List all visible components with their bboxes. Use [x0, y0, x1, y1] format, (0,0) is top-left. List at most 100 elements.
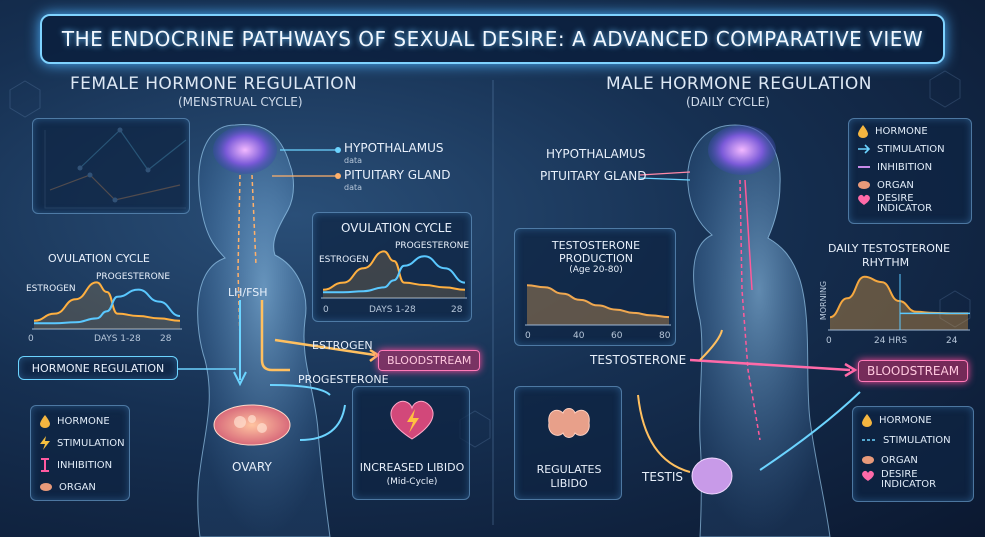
daily-chart-title2: RHYTHM — [862, 256, 910, 269]
increased-libido-panel: INCREASED LIBIDO (Mid-Cycle) — [352, 386, 470, 500]
chart-left-series2-label: PROGESTERONE — [96, 272, 171, 282]
female-chart-center: OVULATION CYCLE PROGESTERONE ESTROGEN 0 … — [312, 212, 472, 322]
series-line — [33, 281, 181, 322]
legend-row: ORGAN — [39, 476, 121, 498]
chart-center-x-end: 28 — [451, 305, 463, 315]
chart-center-series2-label: PROGESTERONE — [395, 241, 470, 251]
legend-label: HORMONE — [875, 125, 928, 137]
chart-center-xlabel: DAYS 1-28 — [369, 305, 416, 315]
hex-pattern — [9, 70, 971, 448]
testis-organ — [691, 457, 733, 495]
libido-line2: (Mid-Cycle) — [386, 477, 438, 487]
organ-icon — [862, 456, 874, 464]
chart-center-x-start: 0 — [323, 305, 329, 315]
legend-row: ORGAN — [857, 176, 963, 194]
estrogen-flow-label: ESTROGEN — [312, 339, 373, 352]
legend-row: STIMULATION — [857, 140, 963, 158]
legend-row: HORMONE — [861, 410, 965, 430]
hormone-regulation-bar: HORMONE REGULATION — [18, 356, 178, 380]
libido-line1: INCREASED LIBIDO — [359, 461, 465, 474]
legend-row: HORMONE — [857, 122, 963, 140]
chart-left-title: OVULATION CYCLE — [48, 252, 150, 265]
droplet-icon — [40, 415, 50, 428]
legend-label: ORGAN — [881, 454, 918, 466]
organ-icon — [858, 181, 870, 189]
legend-label: INHIBITION — [877, 161, 933, 173]
daily-chart-title1: DAILY TESTOSTERONE — [828, 242, 951, 255]
male-legend-top: HORMONE STIMULATION INHIBITION ORGAN DES… — [848, 118, 972, 224]
organ-icon — [40, 483, 52, 491]
legend-label: STIMULATION — [877, 143, 945, 155]
female-pituitary-label: PITUITARY GLAND — [344, 168, 451, 182]
testis-label: TESTIS — [642, 470, 684, 484]
legend-label: STIMULATION — [883, 434, 951, 446]
male-figure — [637, 124, 861, 537]
testosterone-chart-title2: PRODUCTION — [559, 252, 633, 265]
legend-label: ORGAN — [877, 179, 914, 191]
lightning-icon — [40, 436, 50, 450]
male-pituitary-label: PITUITARY GLAND — [540, 169, 647, 183]
female-pituitary-note: data — [344, 183, 363, 192]
female-chart-left: OVULATION CYCLE PROGESTERONE ESTROGEN 0 … — [14, 246, 186, 346]
testosterone-tick: 0 — [525, 331, 531, 341]
daily-chart-plot — [828, 274, 970, 331]
ovary-organ — [213, 404, 291, 446]
legend-row: STIMULATION — [861, 430, 965, 450]
heart-icon — [390, 400, 434, 440]
legend-row: INHIBITION — [857, 158, 963, 176]
series-line — [34, 288, 181, 325]
legend-row: STIMULATION — [39, 432, 125, 454]
female-brain — [213, 126, 277, 174]
male-hypothalamus-label: HYPOTHALAMUS — [546, 147, 646, 161]
hormone-icon — [862, 414, 872, 427]
page-title: THE ENDOCRINE PATHWAYS OF SEXUAL DESIRE:… — [61, 27, 924, 51]
testosterone-chart-subtitle: (Age 20-80) — [569, 265, 623, 275]
legend-label: HORMONE — [879, 414, 932, 426]
series-area — [323, 251, 465, 298]
chart-left-x-start: 0 — [28, 334, 34, 344]
testosterone-tick: 40 — [573, 331, 585, 341]
chart-center-plot — [321, 250, 467, 299]
ovary-label: OVARY — [232, 460, 272, 474]
series-area — [830, 276, 968, 330]
stimulation-arrow-icon — [858, 144, 871, 154]
lh-fsh-label: LH/FSH — [228, 286, 268, 299]
female-hypothalamus-label: HYPOTHALAMUS — [344, 141, 444, 155]
chart-left-series1-label: ESTROGEN — [26, 284, 76, 294]
legend-label: DESIRE INDICATOR — [877, 193, 933, 214]
inhibition-line-icon — [858, 166, 870, 168]
inhibition-icon — [41, 458, 49, 472]
male-legend-bottom: HORMONE STIMULATION ORGAN DESIRE INDICAT… — [852, 406, 974, 502]
female-line-chart-panel — [32, 118, 190, 214]
male-bloodstream-badge: BLOODSTREAM — [858, 360, 969, 382]
heart-icon — [858, 194, 870, 205]
brain-organ-icon — [548, 408, 590, 438]
female-legend: HORMONE STIMULATION INHIBITION ORGAN — [30, 405, 130, 501]
chart-left-plot — [32, 281, 182, 330]
testosterone-chart-plot — [525, 284, 671, 326]
progesterone-flow-label: PROGESTERONE — [298, 373, 389, 386]
legend-row: ORGAN — [861, 450, 965, 470]
legend-row: HORMONE — [39, 410, 121, 432]
testosterone-tick: 80 — [659, 331, 671, 341]
daily-chart-xlabel: 24 HRS — [874, 336, 908, 346]
legend-label: HORMONE — [57, 415, 110, 427]
chart-left-x-end: 28 — [160, 334, 172, 344]
series-line — [322, 250, 466, 291]
chart-center-title: OVULATION CYCLE — [341, 221, 453, 235]
testosterone-flow-label: TESTOSTERONE — [590, 353, 687, 367]
legend-label: INHIBITION — [57, 459, 113, 471]
series-area — [34, 282, 180, 329]
male-brain — [708, 125, 776, 175]
regulates-line2: LIBIDO — [550, 477, 588, 490]
series-line — [526, 284, 670, 319]
male-heading: MALE HORMONE REGULATION — [606, 74, 872, 94]
hormone-icon — [858, 125, 868, 138]
female-hypothalamus-note: data — [344, 156, 363, 165]
daily-chart-x-start: 0 — [826, 336, 832, 346]
legend-label: DESIRE INDICATOR — [881, 469, 937, 490]
title-banner: THE ENDOCRINE PATHWAYS OF SEXUAL DESIRE:… — [40, 14, 945, 64]
daily-chart-ylabel: MORNING — [819, 280, 829, 321]
daily-rhythm-chart: DAILY TESTOSTERONE RHYTHM MORNING 0 24 H… — [812, 240, 974, 352]
